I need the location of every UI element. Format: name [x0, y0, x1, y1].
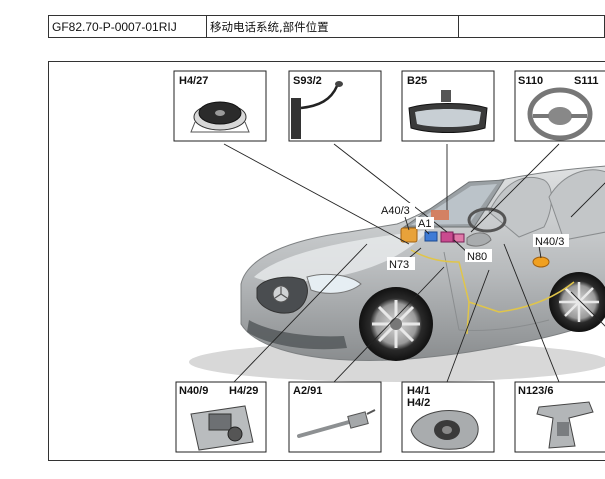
label-h4-1: H4/1	[407, 385, 430, 397]
component-box-b25: B25	[401, 70, 495, 142]
callout-n80: N80	[467, 251, 487, 263]
document-header: GF82.70-P-0007-01RIJ 移动电话系统,部件位置	[48, 15, 605, 38]
label-h4-29: H4/29	[229, 385, 258, 397]
component-box-s110-s111: S110 S111	[514, 70, 605, 142]
component-location-diagram: H4/27 S93/2 B25 S110 S111	[48, 61, 605, 461]
callout-a40-3: A40/3	[381, 205, 410, 217]
callout-n73: N73	[389, 259, 409, 271]
callout-labels: A40/3 A1 N73 N80 N40/3	[379, 203, 569, 271]
header-empty-cell	[459, 16, 604, 37]
module-a40-3-marker	[400, 227, 418, 243]
car-illustration	[189, 165, 605, 382]
component-box-n123-6: N123/6	[514, 381, 605, 453]
leader-lines	[223, 143, 605, 383]
document-id: GF82.70-P-0007-01RIJ	[49, 16, 207, 37]
component-box-h4-27: H4/27	[173, 70, 267, 142]
module-a1-marker	[424, 231, 438, 242]
callout-n40-3: N40/3	[535, 236, 564, 248]
component-box-h4-1-h4-2: H4/1 H4/2	[401, 381, 495, 453]
diagram-canvas: H4/27 S93/2 B25 S110 S111	[173, 70, 605, 453]
label-s110: S110	[518, 75, 543, 87]
label-s93-2: S93/2	[293, 75, 322, 87]
module-n80b-marker	[453, 233, 465, 243]
callout-a1: A1	[418, 218, 431, 230]
label-n40-9: N40/9	[179, 385, 208, 397]
component-box-n40-9-h4-29: N40/9 H4/29	[175, 381, 267, 453]
document-title: 移动电话系统,部件位置	[207, 16, 459, 37]
module-n80-marker	[440, 231, 454, 243]
label-s111: S111	[574, 75, 598, 87]
module-n40-3-marker	[532, 256, 550, 268]
label-b25: B25	[407, 75, 427, 87]
component-box-a2-91: A2/91	[288, 381, 382, 453]
component-box-s93-2: S93/2	[288, 70, 382, 142]
label-h4-2: H4/2	[407, 397, 430, 409]
label-h4-27: H4/27	[179, 75, 208, 87]
label-a2-91: A2/91	[293, 385, 322, 397]
label-n123-6: N123/6	[518, 385, 553, 397]
